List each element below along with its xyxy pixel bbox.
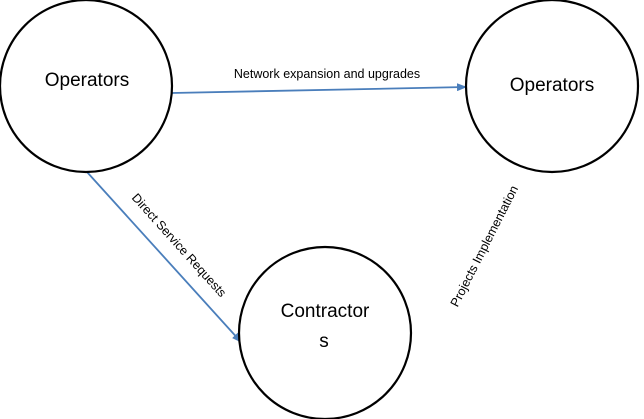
node-contractors-label-line1: Contractor xyxy=(281,301,370,322)
node-contractors: Contractor s xyxy=(237,245,413,419)
node-contractors-label-line2: s xyxy=(319,331,329,352)
node-operators-right: Operators xyxy=(464,0,640,174)
node-operators-left: Operators xyxy=(0,0,174,174)
edge-direct-service-label: Direct Service Requests xyxy=(129,191,229,300)
node-operators-right-label: Operators xyxy=(510,75,594,96)
edge-network-expansion-arrow xyxy=(171,83,467,94)
edge-direct-service-arrow xyxy=(86,171,242,343)
edge-projects-implementation-label: Projects Implementation xyxy=(448,183,521,309)
node-operators-left-label: Operators xyxy=(45,70,129,91)
edge-network-expansion-label: Network expansion and upgrades xyxy=(234,67,420,81)
